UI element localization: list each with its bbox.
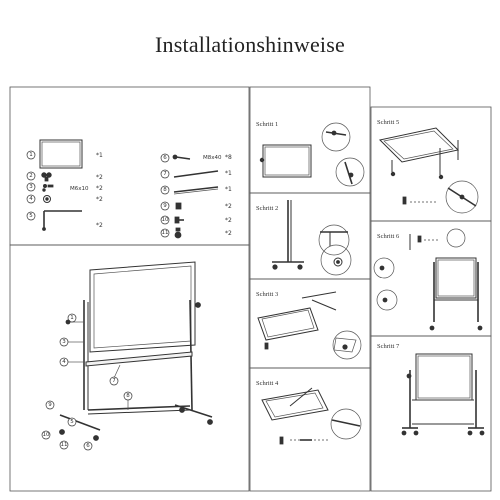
svg-text:3: 3: [29, 184, 33, 190]
step-7-label: Schritt 7: [377, 343, 400, 350]
svg-text:7: 7: [112, 378, 116, 384]
part-4-nut: 4 *2: [26, 194, 103, 204]
callout-2: [65, 319, 71, 325]
part-2-knob: 2 *2: [26, 171, 103, 182]
part-6-long-screw: 6 M8x40 *8: [160, 153, 232, 163]
callout-8: 8: [123, 391, 133, 401]
svg-text:*8: *8: [225, 154, 232, 161]
callout-1: 1: [67, 313, 77, 323]
step-4-panel: [249, 367, 371, 492]
svg-text:M6x10: M6x10: [70, 186, 89, 192]
callout-9: 9: [45, 400, 55, 410]
svg-text:9: 9: [48, 402, 52, 408]
callout-11: 11: [59, 440, 69, 450]
step-5-label: Schritt 5: [377, 119, 399, 126]
svg-text:10: 10: [162, 217, 169, 223]
part-3-screw: 3 M6x10 *2: [26, 182, 103, 192]
part-5-foot: 5 *2: [26, 210, 103, 231]
step-6-drawing: [373, 228, 483, 331]
part-8-tray: 8 *1: [160, 185, 232, 195]
svg-text:*1: *1: [96, 152, 103, 159]
svg-text:9: 9: [163, 203, 167, 209]
svg-text:1: 1: [70, 315, 74, 321]
svg-text:10: 10: [43, 432, 50, 438]
callout-5: 5: [67, 417, 77, 427]
svg-text:8: 8: [126, 393, 130, 399]
svg-text:*2: *2: [96, 174, 103, 181]
svg-text:*2: *2: [225, 217, 232, 224]
svg-text:11: 11: [162, 230, 169, 236]
svg-text:*2: *2: [96, 196, 103, 203]
part-1-board: 1 *1: [26, 139, 103, 169]
svg-text:*2: *2: [96, 222, 103, 229]
svg-text:5: 5: [29, 213, 33, 219]
svg-text:4: 4: [62, 359, 66, 365]
svg-text:11: 11: [61, 442, 68, 448]
step-2-label: Schritt 2: [256, 205, 278, 212]
svg-text:3: 3: [62, 339, 66, 345]
step-7-drawing: [401, 353, 485, 436]
step-4-label: Schritt 4: [256, 380, 279, 387]
overview-drawing: 1 3 4 7 8 9 10 11 5 6: [41, 261, 213, 451]
svg-text:M8x40: M8x40: [203, 155, 222, 161]
step-5-drawing: [378, 127, 479, 214]
step-6-label: Schritt 6: [377, 233, 400, 240]
step-3-label: Schritt 3: [256, 291, 278, 298]
svg-text:*2: *2: [96, 185, 103, 192]
callout-7: 7: [109, 376, 119, 386]
svg-text:6: 6: [86, 443, 90, 449]
svg-text:7: 7: [163, 171, 167, 177]
callout-3: 3: [59, 337, 69, 347]
page-title: Installationshinweise: [155, 32, 345, 57]
part-7-bar: 7 *1: [160, 169, 232, 179]
part-9-clamp: 9 *2: [160, 201, 232, 211]
overview-panel: [9, 244, 250, 492]
svg-text:*1: *1: [225, 186, 232, 193]
svg-text:*2: *2: [225, 203, 232, 210]
step-1-drawing: [259, 122, 365, 187]
svg-text:8: 8: [163, 187, 167, 193]
part-10-bolt: 10 *2: [160, 215, 232, 225]
svg-text:*2: *2: [225, 230, 232, 237]
callout-4: 4: [59, 357, 69, 367]
svg-text:2: 2: [29, 173, 33, 179]
callout-10: 10: [41, 430, 51, 440]
step-2-drawing: [272, 200, 352, 276]
step-7-panel: [370, 335, 492, 492]
svg-text:1: 1: [29, 152, 33, 158]
step-4-drawing: [261, 387, 362, 445]
svg-text:*1: *1: [225, 170, 232, 177]
step-3-drawing: [257, 291, 362, 360]
svg-text:4: 4: [29, 196, 33, 202]
part-11-caster: 11 *2: [160, 227, 232, 239]
svg-text:6: 6: [163, 155, 167, 161]
callout-6: 6: [83, 441, 93, 451]
svg-text:5: 5: [70, 419, 74, 425]
step-1-label: Schritt 1: [256, 121, 278, 128]
